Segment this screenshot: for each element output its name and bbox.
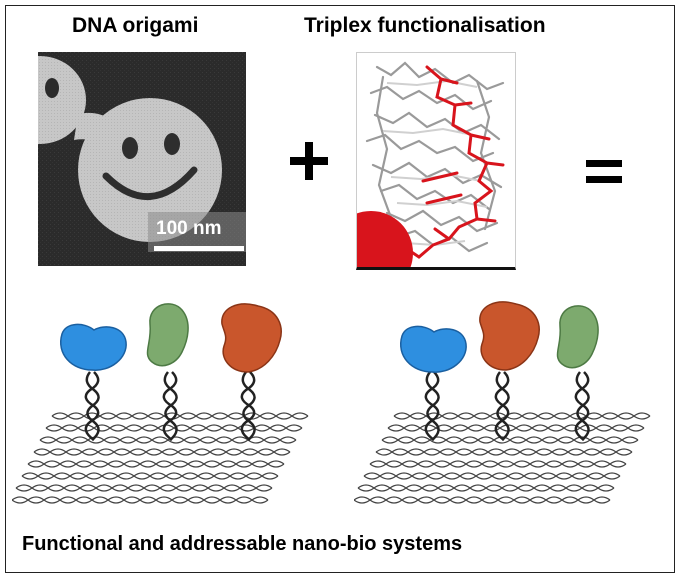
figure-caption: Functional and addressable nano-bio syst… xyxy=(22,533,463,555)
plus-sign xyxy=(288,140,330,187)
green-protein xyxy=(146,303,189,367)
origami-tile xyxy=(11,412,316,504)
blue-protein xyxy=(59,323,127,371)
triplex-molecular-model xyxy=(356,52,516,270)
smiley-mouth xyxy=(102,166,198,201)
orange-protein xyxy=(221,303,282,373)
smiley-left-eye xyxy=(122,137,138,159)
dna-linkers xyxy=(424,371,590,442)
partial-smiley xyxy=(38,56,86,144)
scale-bar-label: 100 nm xyxy=(156,218,222,239)
origami-assembly-right xyxy=(353,300,674,525)
smiley-face xyxy=(78,98,222,242)
scale-bar xyxy=(154,246,244,251)
origami-tile xyxy=(353,412,658,504)
triplex-functionalisation-title: Triplex functionalisation xyxy=(304,14,546,37)
nanoparticle-sphere xyxy=(357,211,413,267)
smiley-right-eye xyxy=(164,133,180,155)
dna-linkers xyxy=(84,371,256,442)
duplex-grey-strands xyxy=(365,61,505,253)
origami-assembly-left xyxy=(11,300,332,525)
green-protein xyxy=(556,305,599,369)
orange-protein xyxy=(479,301,540,371)
dna-origami-title: DNA origami xyxy=(72,14,199,37)
equals-sign xyxy=(586,158,622,191)
dna-origami-afm-image: 100 nm xyxy=(38,52,246,266)
afm-smiley-graphic xyxy=(38,52,246,266)
blue-protein xyxy=(399,325,467,373)
